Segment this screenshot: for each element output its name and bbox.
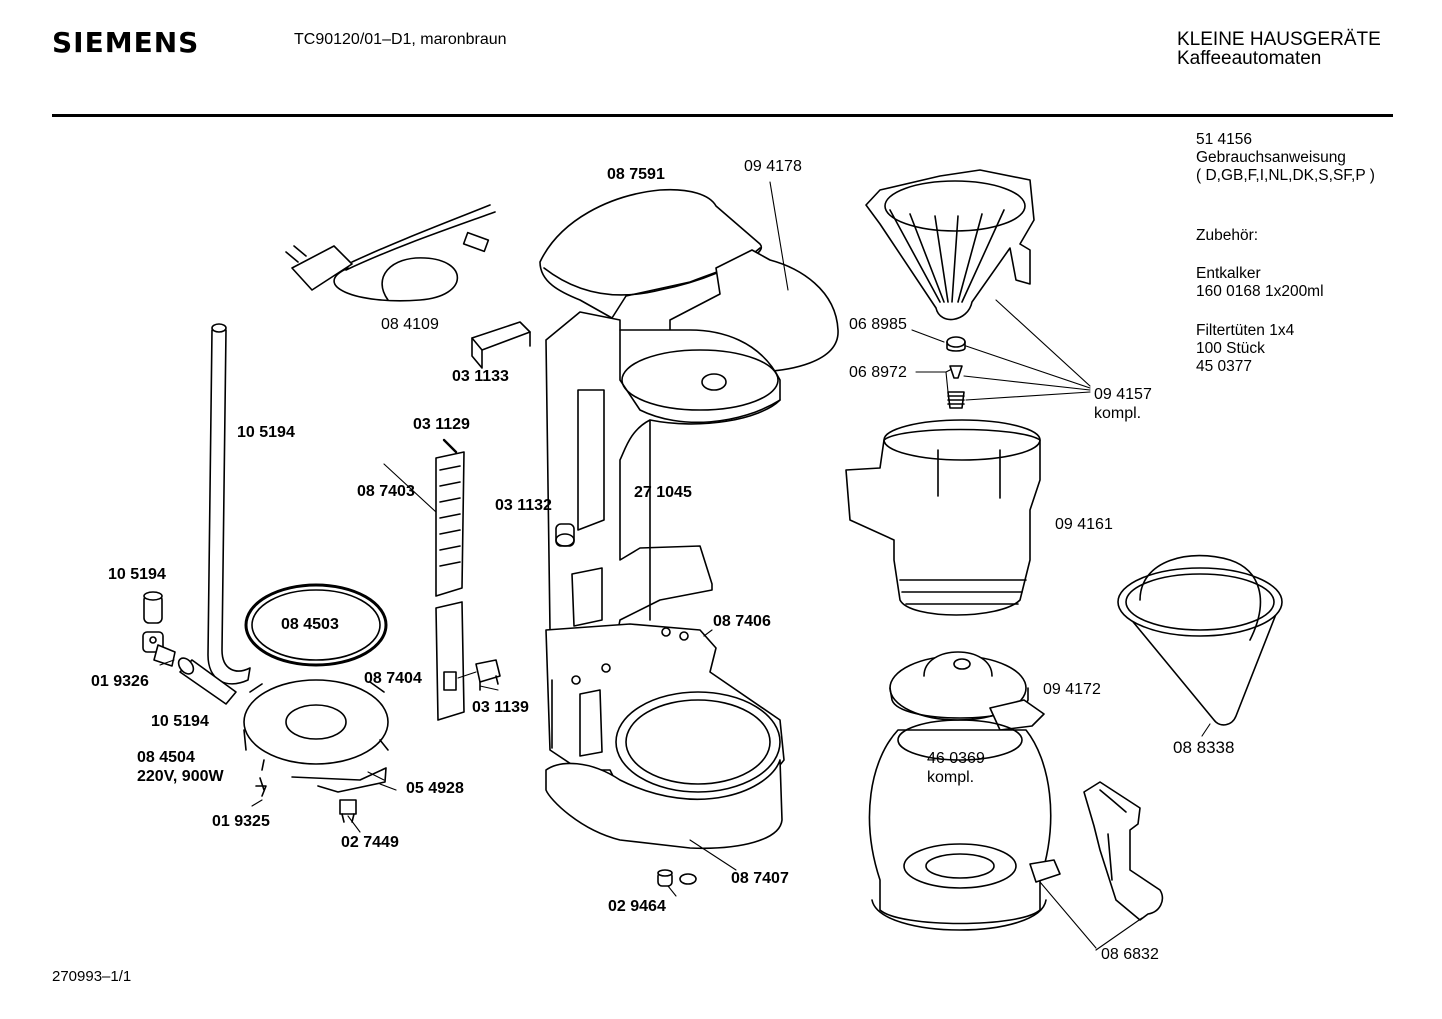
descaler-block: Entkalker 160 0168 1x200ml	[1196, 265, 1324, 301]
part-label-094157: 09 4157 kompl.	[1094, 385, 1152, 423]
housing-part	[545, 311, 781, 641]
part-label-094161: 09 4161	[1055, 516, 1113, 533]
part-label-105194-hose: 10 5194	[151, 713, 209, 730]
drip-stop-parts	[946, 336, 966, 409]
filter-carrier-part	[845, 419, 1041, 616]
part-label-460369: 46 0369 kompl.	[927, 749, 985, 787]
part-label-027449: 02 7449	[341, 834, 399, 851]
part-label-094178: 09 4178	[744, 158, 802, 175]
heating-element-part	[243, 679, 389, 793]
drawing-reference: 270993–1/1	[52, 968, 132, 985]
part-note-094157: kompl.	[1094, 405, 1142, 422]
part-label-031129: 03 1129	[413, 416, 470, 433]
category-title: KLEINE HAUSGERÄTE	[1177, 29, 1381, 50]
part-label-019325: 01 9325	[212, 813, 270, 830]
descaler-label: Entkalker	[1196, 265, 1261, 282]
model-number: TC90120/01–D1, maronbraun	[294, 31, 507, 48]
category-block: KLEINE HAUSGERÄTE Kaffeeautomaten	[1177, 30, 1381, 68]
bottom-plate-part	[545, 759, 783, 850]
part-number-460369: 46 0369	[927, 750, 985, 767]
foot-parts	[657, 869, 697, 887]
part-label-087591: 08 7591	[607, 166, 665, 183]
descaler-code: 160 0168 1x200ml	[1196, 283, 1324, 300]
carafe-lid-part	[889, 651, 1045, 731]
part-label-105194-tube: 10 5194	[237, 424, 295, 441]
manual-title: Gebrauchsanweisung	[1196, 149, 1346, 166]
leader-lines	[159, 181, 1211, 951]
spacer-part	[555, 523, 575, 547]
sleeve-part	[143, 591, 163, 624]
part-number-084504: 08 4504	[137, 749, 195, 766]
manual-languages: ( D,GB,F,I,NL,DK,S,SF,P )	[1196, 167, 1375, 184]
part-label-031133: 03 1133	[452, 368, 509, 385]
water-tube-part	[207, 323, 251, 685]
header-rule	[52, 114, 1393, 117]
part-label-029464: 02 9464	[608, 898, 666, 915]
hose-part	[177, 657, 237, 705]
fuse-part	[255, 777, 267, 797]
part-label-086832: 08 6832	[1101, 946, 1159, 963]
cable-clamp-part	[471, 321, 531, 369]
part-label-054928: 05 4928	[406, 780, 464, 797]
manual-block: 51 4156 Gebrauchsanweisung ( D,GB,F,I,NL…	[1196, 131, 1375, 185]
category-subtitle: Kaffeeautomaten	[1177, 48, 1322, 69]
accessories-heading: Zubehör:	[1196, 227, 1259, 244]
carafe-handle-part	[1029, 781, 1164, 921]
filter-label: Filtertüten 1x4	[1196, 322, 1295, 339]
part-note-460369: kompl.	[927, 769, 975, 786]
part-label-084503: 08 4503	[281, 616, 339, 633]
part-label-087403: 08 7403	[357, 483, 415, 500]
level-window-part	[435, 438, 465, 597]
filter-holder-part	[865, 169, 1035, 321]
filter-quantity: 100 Stück	[1196, 340, 1265, 357]
filter-code: 45 0377	[1196, 358, 1253, 375]
part-label-094172: 09 4172	[1043, 681, 1101, 698]
part-label-087406: 08 7406	[713, 613, 771, 630]
part-label-068985: 06 8985	[849, 316, 907, 333]
permanent-filter-part	[1117, 554, 1283, 726]
part-label-031132: 03 1132	[495, 497, 552, 514]
level-window-lower-part	[435, 601, 465, 721]
switch-part	[339, 799, 357, 823]
filter-block: Filtertüten 1x4 100 Stück 45 0377	[1196, 322, 1294, 376]
part-label-084504: 08 4504 220V, 900W	[137, 748, 224, 786]
part-label-031139: 03 1139	[472, 699, 529, 716]
carafe-part	[868, 719, 1052, 931]
part-label-019326: 01 9326	[91, 673, 149, 690]
brand-logo: SIEMENS	[52, 26, 200, 59]
gasket-ring-part	[244, 583, 388, 667]
part-label-105194-sleeve: 10 5194	[108, 566, 166, 583]
mains-cable-part	[285, 204, 496, 302]
part-label-088338: 08 8338	[1173, 738, 1235, 757]
part-label-068972: 06 8972	[849, 364, 907, 381]
power-switch-part	[475, 659, 501, 691]
part-rating-084504: 220V, 900W	[137, 768, 224, 785]
part-label-087404: 08 7404	[364, 670, 422, 687]
part-label-271045: 27 1045	[634, 484, 692, 501]
elbow-part	[142, 631, 176, 667]
part-label-087407: 08 7407	[731, 870, 789, 887]
part-number-094157: 09 4157	[1094, 386, 1152, 403]
manual-number: 51 4156	[1196, 131, 1253, 148]
part-label-084109: 08 4109	[381, 316, 439, 333]
